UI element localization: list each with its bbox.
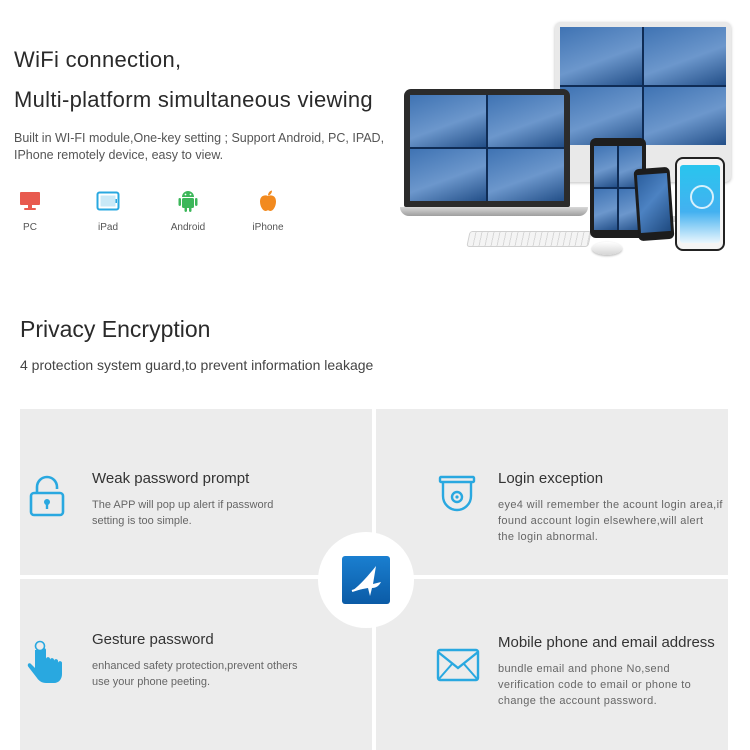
platform-label: PC (23, 222, 37, 233)
laptop-lid (404, 89, 570, 207)
panel-top-right (376, 409, 728, 575)
feature-description: bundle email and phone No,send verificat… (498, 663, 692, 707)
app-logo (342, 556, 390, 604)
platform-label: iPad (97, 222, 118, 233)
feature-title: Mobile phone and email address (498, 634, 715, 651)
iphone-screen (680, 165, 720, 243)
privacy-title: Privacy Encryption (20, 316, 211, 342)
apple-icon (238, 188, 298, 214)
center-logo-badge (318, 532, 414, 628)
laptop-screen (410, 95, 564, 201)
camera-dome-icon (436, 474, 476, 514)
tablet-screen (594, 146, 642, 230)
tablet-device (590, 138, 646, 238)
devices-illustration (400, 22, 740, 262)
app-logo-circle (690, 185, 714, 209)
platform-android: Android (158, 188, 218, 233)
envelope-icon (436, 648, 480, 688)
android-icon (158, 188, 218, 214)
platform-label: iPhone (252, 222, 284, 233)
platform-ipad: iPad (78, 188, 138, 233)
hero-title-line2: Multi-platform simultaneous viewing (14, 87, 373, 112)
tablet-icon (78, 188, 138, 214)
panel-bottom-right (376, 579, 728, 750)
privacy-subtitle: 4 protection system guard,to prevent inf… (20, 357, 374, 373)
platform-label: Android (170, 222, 206, 233)
hero-description: Built in WI-FI module,One-key setting ; … (14, 131, 385, 162)
android-phone-screen (636, 173, 671, 233)
desktop-monitor (555, 22, 731, 182)
feature-description: enhanced safety protection,prevent other… (92, 660, 298, 688)
feature-description: The APP will pop up alert if password se… (92, 499, 274, 527)
platform-pc: PC (0, 188, 60, 233)
keyboard (466, 231, 592, 247)
feature-description: eye4 will remember the acount login area… (498, 499, 723, 543)
hand-pointer-icon (27, 640, 67, 683)
padlock-icon (27, 475, 67, 517)
panel-top-left (20, 409, 372, 575)
feature-title: Gesture password (92, 631, 214, 648)
android-phone (633, 166, 675, 242)
platform-iphone: iPhone (238, 188, 298, 233)
panel-bottom-left (20, 579, 372, 750)
monitor-icon (0, 188, 60, 214)
hero-title-line1: WiFi connection, (14, 47, 182, 72)
feature-title: Login exception (498, 470, 604, 487)
iphone-device (675, 157, 725, 251)
desktop-screen (560, 27, 726, 145)
laptop-base (400, 207, 588, 216)
mouse (592, 242, 622, 255)
app-logo-mark (351, 566, 381, 596)
feature-title: Weak password prompt (92, 470, 250, 487)
